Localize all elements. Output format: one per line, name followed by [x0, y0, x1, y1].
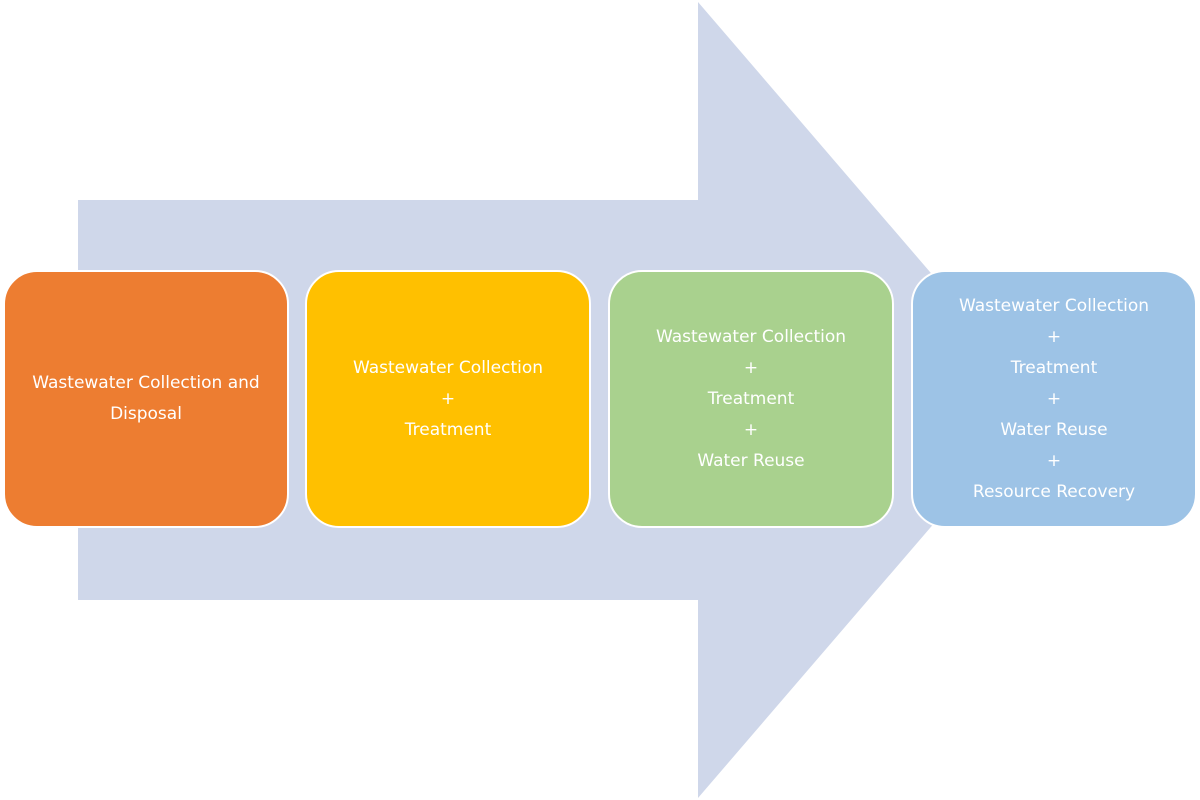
stage-text: Water Reuse — [1000, 419, 1108, 440]
stage-plus: + — [1046, 326, 1062, 347]
stage-text: Resource Recovery — [972, 481, 1136, 502]
stage-plus: + — [1046, 450, 1062, 471]
stage-box-water-reuse: Wastewater Collection + Treatment + Wate… — [608, 270, 894, 528]
stage-text: Treatment — [1010, 357, 1098, 378]
stage-text: Treatment — [707, 388, 795, 409]
stage-box-resource-recovery: Wastewater Collection + Treatment + Wate… — [911, 270, 1197, 528]
stage-plus: + — [743, 419, 759, 440]
stage-plus: + — [743, 357, 759, 378]
stage-box-treatment: Wastewater Collection + Treatment — [305, 270, 591, 528]
stage-text: Wastewater Collection and Disposal — [32, 373, 260, 424]
stage-plus: + — [440, 388, 456, 409]
stage-text: Wastewater Collection — [958, 295, 1150, 316]
stage-text: Wastewater Collection — [655, 326, 847, 347]
stage-text: Water Reuse — [697, 450, 805, 471]
stage-plus: + — [1046, 388, 1062, 409]
stage-text: Wastewater Collection — [352, 357, 544, 378]
stage-text: Treatment — [404, 419, 492, 440]
stage-box-collection-disposal: Wastewater Collection and Disposal — [3, 270, 289, 528]
